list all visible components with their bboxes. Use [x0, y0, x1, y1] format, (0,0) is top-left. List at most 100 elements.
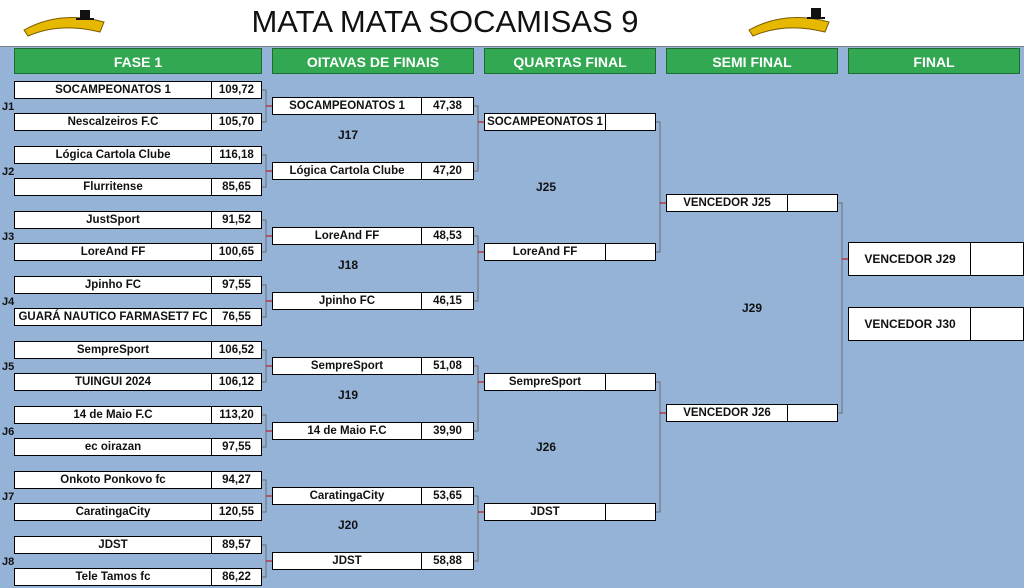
quartas-team-box: LoreAnd FF — [484, 243, 656, 261]
team-score: 46,15 — [421, 293, 473, 309]
team-score: 109,72 — [211, 82, 261, 98]
match-label: J6 — [2, 426, 15, 438]
connector-line — [656, 121, 661, 253]
connector-line — [650, 121, 656, 253]
connector-line — [262, 154, 267, 188]
team-name: VENCEDOR J26 — [683, 407, 771, 419]
match-label: J29 — [742, 301, 763, 315]
connector-line — [474, 495, 479, 562]
team-name: LoreAnd FF — [512, 246, 578, 258]
match-label: J18 — [338, 257, 359, 272]
fase1-team-box: Nescalzeiros F.C 105,70 — [14, 113, 262, 131]
fase1-team-box: LoreAnd FF 100,65 — [14, 243, 262, 261]
connector-line — [262, 414, 267, 448]
connector-line — [838, 202, 843, 414]
connector-line — [656, 381, 661, 513]
match-label: J1 — [2, 101, 15, 113]
team-score: 47,20 — [421, 163, 473, 179]
connector-line — [830, 202, 838, 414]
team-score: 58,88 — [421, 553, 473, 569]
team-score — [970, 243, 1023, 275]
connector-line — [262, 284, 267, 318]
match-label: J2 — [2, 166, 15, 178]
connector-line — [474, 105, 479, 172]
title-bar: MATA MATA SOCAMISAS 9 — [0, 0, 1024, 47]
fase1-team-box: ec oirazan 97,55 — [14, 438, 262, 456]
team-name: ec oirazan — [84, 441, 142, 453]
final-team-box: VENCEDOR J30 — [848, 307, 1024, 341]
match-label: J8 — [2, 556, 15, 568]
team-score: 106,12 — [211, 374, 261, 390]
team-name: Tele Tamos fc — [75, 571, 151, 583]
socampeonatos-logo — [23, 10, 105, 37]
team-name: 14 de Maio F.C — [73, 409, 153, 421]
fase1-team-box: SOCAMPEONATOS 1 109,72 — [14, 81, 262, 99]
fase1-team-box: JDST 89,57 — [14, 536, 262, 554]
team-name: SempreSport — [310, 360, 384, 372]
team-name: Nescalzeiros F.C — [67, 116, 159, 128]
team-name: 14 de Maio F.C — [307, 425, 387, 437]
team-name: LoreAnd FF — [80, 246, 146, 258]
connector-line — [474, 365, 479, 432]
match-label: J20 — [338, 517, 359, 532]
semi-team-box: VENCEDOR J25 — [666, 194, 838, 212]
team-name: JDST — [530, 506, 560, 518]
oitavas-team-box: JDST 58,88 — [272, 552, 474, 570]
connector-line — [262, 219, 267, 253]
header-fase1: FASE 1 — [14, 48, 262, 74]
team-score: 86,22 — [211, 569, 261, 585]
fase1-team-box: TUINGUI 2024 106,12 — [14, 373, 262, 391]
team-score: 116,18 — [211, 147, 261, 163]
team-name: JDST — [98, 539, 128, 551]
team-name: Onkoto Ponkovo fc — [60, 474, 166, 486]
team-name: Flurritense — [83, 181, 143, 193]
team-score — [970, 308, 1023, 340]
team-name: CaratingaCity — [309, 490, 385, 502]
team-score: 97,55 — [211, 439, 261, 455]
match-label: J3 — [2, 231, 15, 243]
match-label: J26 — [536, 440, 557, 454]
header-final: FINAL — [848, 48, 1020, 74]
team-name: JDST — [332, 555, 362, 567]
team-name: SOCAMPEONATOS 1 — [55, 84, 171, 96]
team-name: CaratingaCity — [75, 506, 151, 518]
team-score: 100,65 — [211, 244, 261, 260]
match-label: J19 — [338, 387, 359, 402]
team-score — [605, 244, 655, 260]
oitavas-team-box: CaratingaCity 53,65 — [272, 487, 474, 505]
team-score: 47,38 — [421, 98, 473, 114]
connector-line — [650, 381, 656, 513]
quartas-team-box: SOCAMPEONATOS 1 — [484, 113, 656, 131]
header-quartas: QUARTAS FINAL — [484, 48, 656, 74]
team-name: GUARÁ NAUTICO FARMASET7 FC — [18, 311, 208, 323]
team-score — [605, 374, 655, 390]
team-score: 105,70 — [211, 114, 261, 130]
match-label: J25 — [536, 180, 557, 194]
header-oitavas: OITAVAS DE FINAIS — [272, 48, 474, 74]
team-name: Jpinho FC — [84, 279, 142, 291]
header-semi: SEMI FINAL — [666, 48, 838, 74]
team-name: VENCEDOR J30 — [864, 317, 956, 331]
team-name: SOCAMPEONATOS 1 — [487, 116, 603, 128]
match-label: J7 — [2, 491, 15, 503]
match-label: J17 — [338, 127, 359, 142]
connector-line — [262, 89, 267, 123]
team-name: TUINGUI 2024 — [74, 376, 152, 388]
team-name: VENCEDOR J29 — [864, 252, 956, 266]
team-score: 89,57 — [211, 537, 261, 553]
team-score: 91,52 — [211, 212, 261, 228]
semi-team-box: VENCEDOR J26 — [666, 404, 838, 422]
connector-line — [474, 235, 479, 302]
final-team-box: VENCEDOR J29 — [848, 242, 1024, 276]
match-label: J5 — [2, 361, 15, 373]
team-score: 53,65 — [421, 488, 473, 504]
connector-line — [262, 349, 267, 383]
fase1-team-box: Tele Tamos fc 86,22 — [14, 568, 262, 586]
